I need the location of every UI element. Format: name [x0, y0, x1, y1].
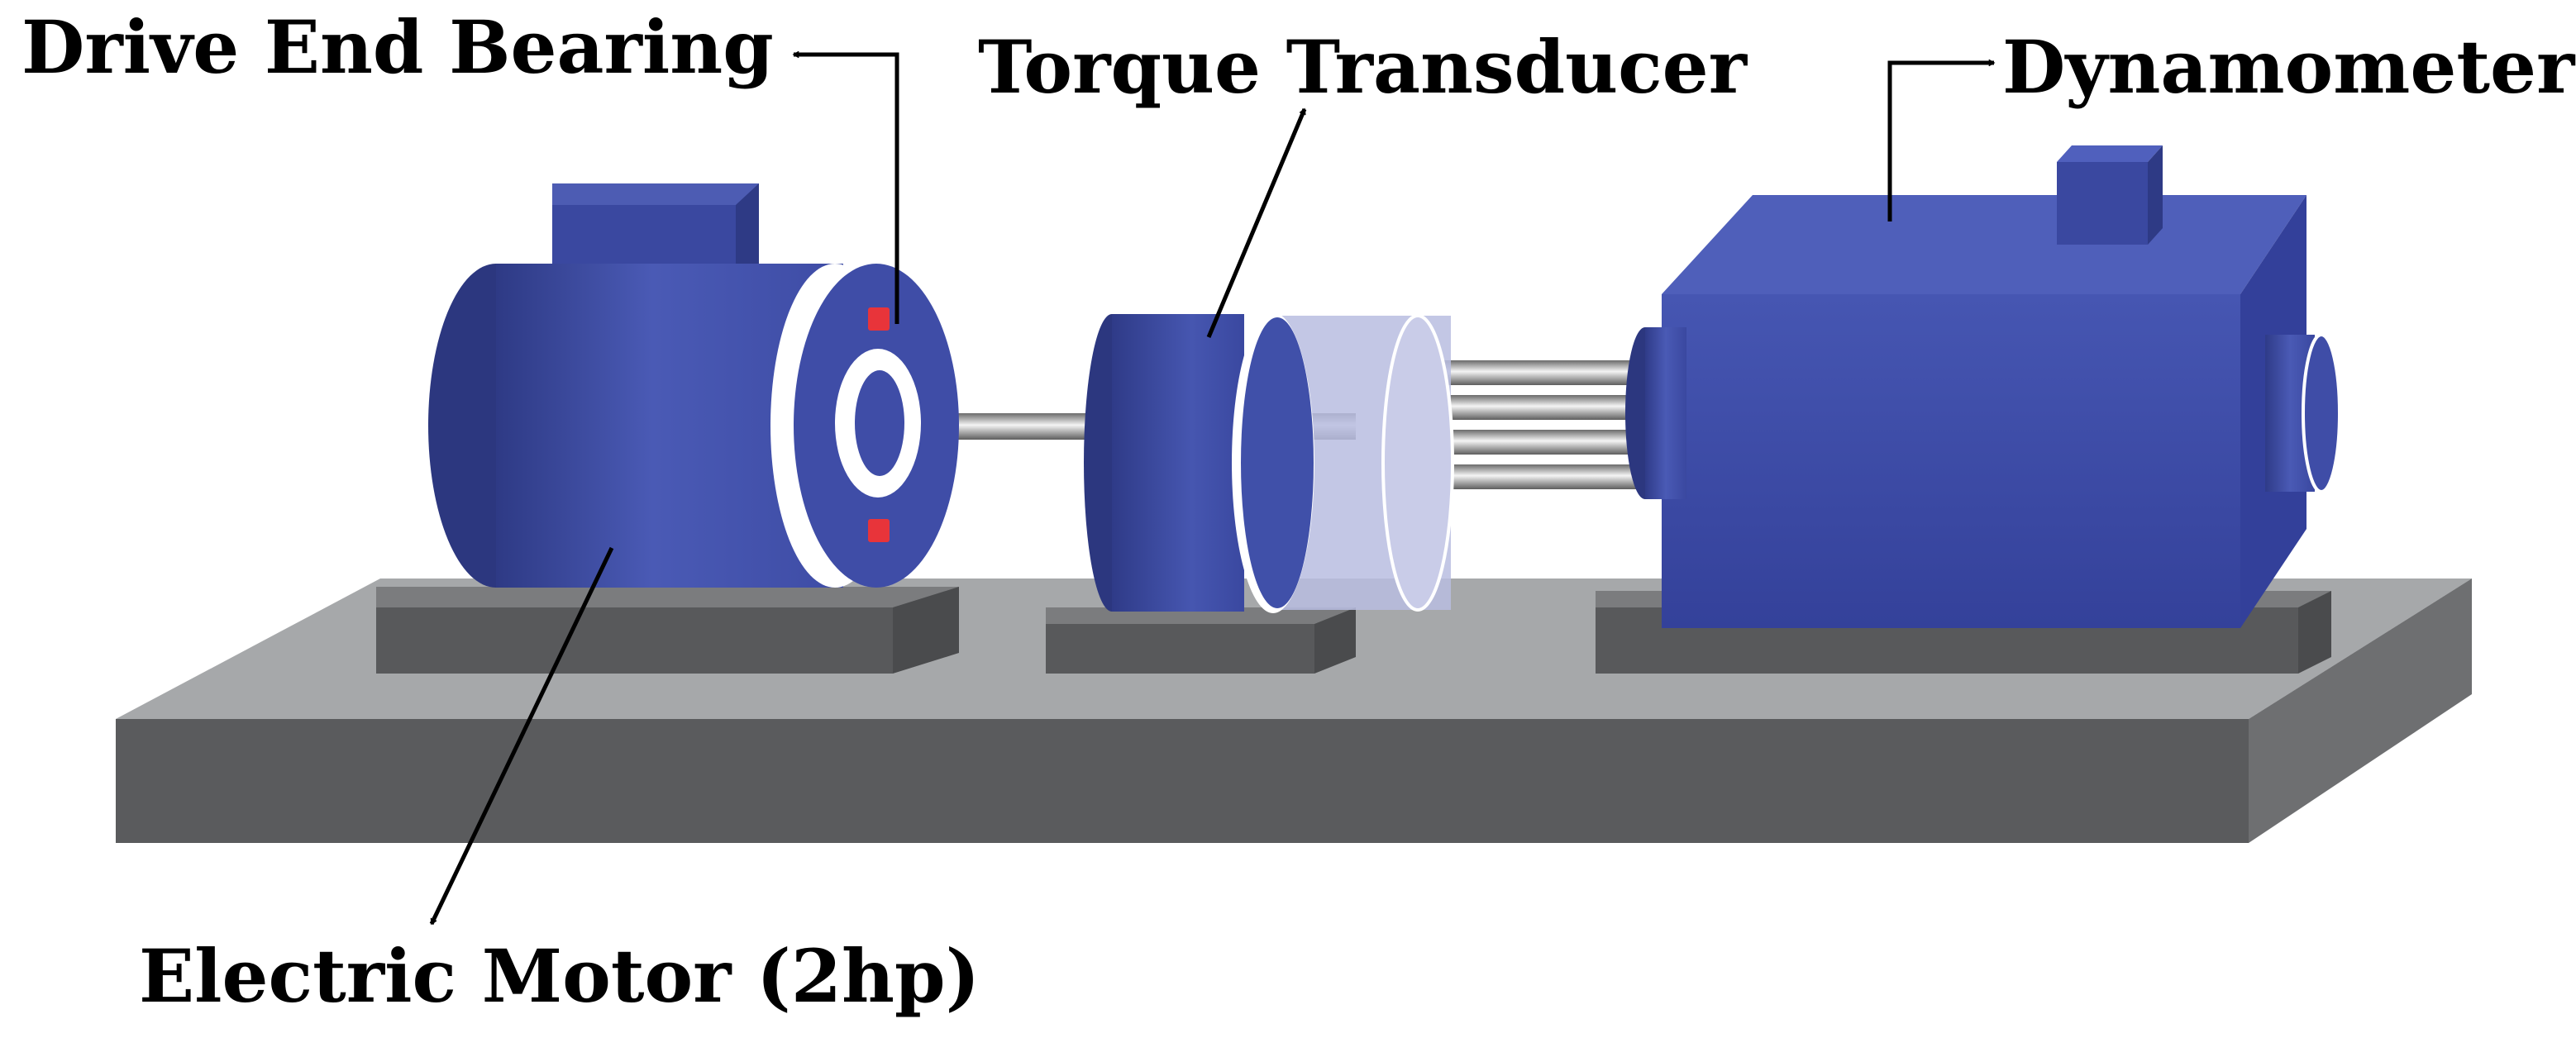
dyno-shaft-4 [1422, 464, 1653, 489]
torque-transducer-leader [1206, 107, 1307, 338]
coupler-face [1241, 317, 1314, 608]
motor-shaft-collar-inner [855, 370, 904, 476]
dyno-terminal-box-front [2057, 162, 2148, 245]
bearing-marker-top [868, 307, 890, 331]
drive-end-bearing-leader [792, 50, 899, 324]
dyno-front [1662, 294, 2240, 628]
torque-transducer [1084, 312, 1454, 613]
base-front [116, 719, 2249, 843]
coupler-pad [1046, 607, 1356, 674]
dynamometer [1625, 145, 2341, 628]
drive-end-bearing-label: Drive End Bearing [21, 4, 774, 90]
dyno-shaft-3 [1422, 430, 1653, 455]
dyno-input-hub [1645, 327, 1686, 499]
dyno-shaft-1 [1422, 360, 1653, 385]
coupler-body [1112, 314, 1244, 612]
electric-motor-leader [429, 546, 614, 926]
bearing-marker-bottom [868, 519, 890, 542]
dynamometer-label: Dynamometer [2002, 24, 2576, 110]
dynamometer-leader [1887, 59, 1996, 221]
motor-pad [376, 587, 959, 674]
base-side [2249, 579, 2472, 843]
torque-transducer-label: Torque Transducer [978, 24, 1748, 110]
dyno-shaft-2 [1422, 395, 1653, 420]
electric-motor [428, 183, 959, 588]
dyno-output-hub-face [2302, 333, 2341, 493]
transparent-coupler-end [1381, 314, 1454, 612]
leader-lines [429, 50, 1996, 926]
dyno-top [1662, 195, 2306, 294]
electric-motor-label: Electric Motor (2hp) [139, 933, 980, 1019]
